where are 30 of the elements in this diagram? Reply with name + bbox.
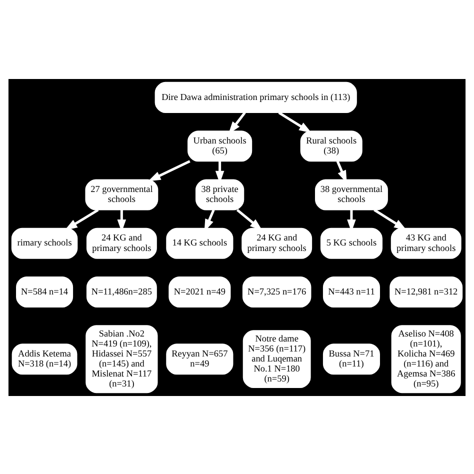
node-box: Notre dame N=356 (n=117) and Luqeman No.1 N=180 (n=59) <box>242 330 311 388</box>
node-box: rimary schools <box>11 227 78 258</box>
node-box: N=584 n=14 <box>16 276 74 308</box>
node-box: Sabian .No2 N=419 (n=109), Hidassei N=557 (n=145) and Mislenat N=117 (n=31) <box>86 324 158 393</box>
arrow <box>148 160 190 181</box>
node-box: N=443 n=11 <box>322 276 380 308</box>
node-box: 24 KG and primary schools <box>242 227 312 258</box>
node-box: 38 governmental schools <box>315 178 388 210</box>
node-box: Urban schools (65) <box>188 130 252 162</box>
node-box: N=2021 n=49 <box>168 276 231 308</box>
node-box: 43 KG and primary schools <box>390 227 462 258</box>
node-box: N=11,486n=285 <box>86 276 157 308</box>
node-box: N=7,325 n=176 <box>242 276 312 308</box>
node-box: 14 KG schools <box>166 227 234 258</box>
node-box: Addis Ketema N=318 (n=14) <box>12 343 78 374</box>
arrow <box>228 111 246 134</box>
node-box: Bussa N=71 (n=11) <box>322 343 380 374</box>
node-box: 5 KG schools <box>320 227 382 258</box>
node-box: 27 governmental schools <box>85 178 158 210</box>
node-box: Aseliso N=408 (n=101), Kolicha N=469 (n=116) and Agemsa N=386 (n=95) <box>391 324 461 393</box>
arrow <box>236 208 262 230</box>
arrow <box>374 208 407 230</box>
node-box: Rural schools (38) <box>300 130 362 162</box>
arrow <box>278 111 312 132</box>
arrow <box>64 208 99 230</box>
node-box: Dire Dawa administration primary schools in (113) <box>154 81 357 112</box>
node-box: 24 KG and primary schools <box>86 227 157 258</box>
node-box: Reyyan N=657 n=49 <box>166 343 234 374</box>
node-box: 38 private schools <box>195 178 244 210</box>
node-box: N=12,981 n=312 <box>390 276 463 308</box>
